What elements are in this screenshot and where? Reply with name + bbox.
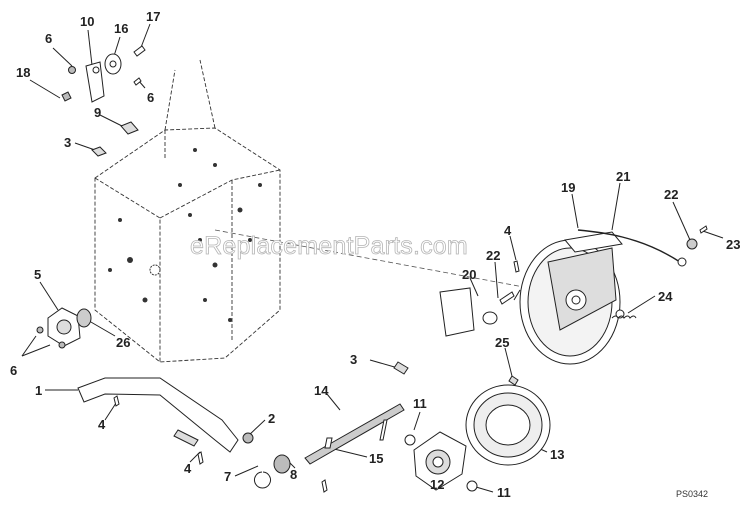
callout-22: 22 [664,187,679,202]
washer-22-top [686,238,698,250]
callout-3: 3 [350,352,358,367]
callout-3: 3 [64,135,72,150]
callout-10: 10 [80,14,95,29]
disk-13 [465,384,551,466]
diagram-code: PS0342 [676,489,709,499]
drive-plate-19 [519,231,625,365]
callout-22: 22 [486,248,501,263]
callout-21: 21 [616,169,631,184]
callout-6: 6 [45,31,53,46]
bracket-20 [439,287,521,337]
pin-15 [321,479,328,493]
callout-25: 25 [495,335,510,350]
callout-14: 14 [314,383,329,398]
callout-11: 11 [413,396,427,411]
callout-8: 8 [290,467,298,482]
bolt-25 [508,375,519,386]
watermark: eReplacementParts.com [190,232,469,261]
pulley-hub-12 [404,431,478,492]
callout-23: 23 [726,237,741,252]
callout-4: 4 [98,417,106,432]
pin-4-upper [513,260,520,273]
callout-5: 5 [34,267,42,282]
callout-17: 17 [146,9,161,24]
callout-20: 20 [462,267,477,282]
bearing-flange-left [36,307,92,349]
callout-12: 12 [430,477,445,492]
dashed-housing [94,59,281,363]
lever-arm [77,377,254,465]
callout-6: 6 [10,363,18,378]
callout-15: 15 [369,451,384,466]
shaft-centerline [214,229,541,291]
top-bracket-parts [61,45,146,157]
callout-16: 16 [114,21,129,36]
callout-4: 4 [184,461,192,476]
housing-holes [108,148,262,322]
callout-7: 7 [224,469,232,484]
pin-23 [699,225,708,234]
callout-9: 9 [94,105,102,120]
callout-11: 11 [497,485,511,500]
callout-1: 1 [35,383,43,398]
callout-4: 4 [504,223,512,238]
callout-18: 18 [16,65,31,80]
callout-26: 26 [116,335,131,350]
callout-24: 24 [658,289,673,304]
spring-24 [611,315,637,319]
callout-6: 6 [147,90,155,105]
callout-19: 19 [561,180,576,195]
shaft-14 [254,403,405,489]
callout-2: 2 [268,411,276,426]
cable-end [677,257,687,267]
bolt-3-lower [393,361,409,375]
cable-21 [577,229,681,263]
callout-13: 13 [550,447,565,462]
